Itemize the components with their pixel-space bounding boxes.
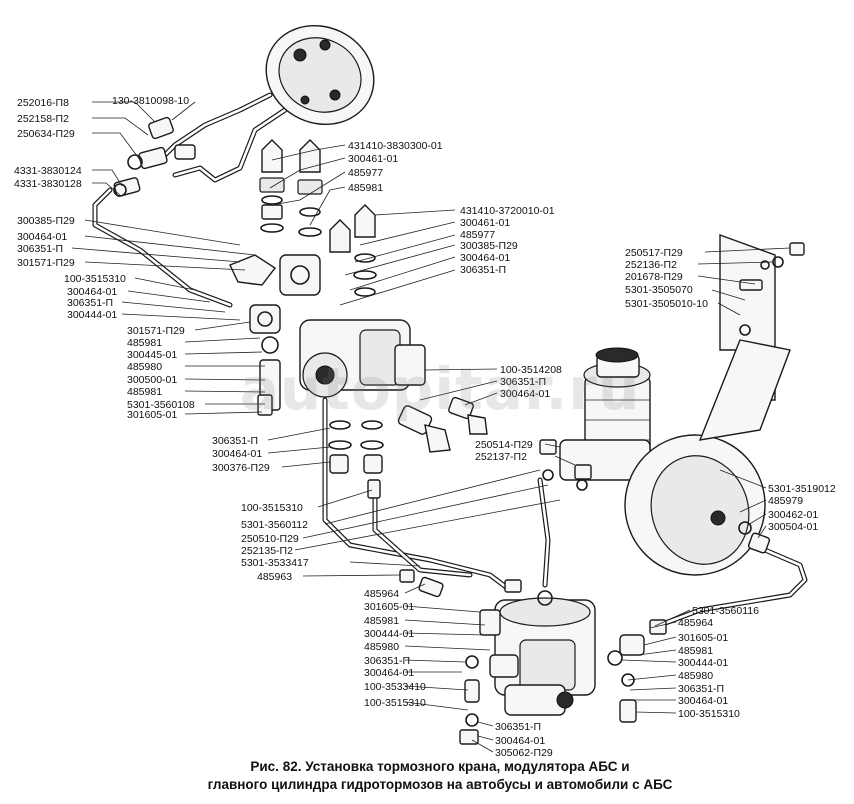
callout-252137-p2: 252137-П2 bbox=[475, 451, 527, 463]
callout-252136-p2: 252136-П2 bbox=[625, 259, 677, 271]
callout-300464-01-left: 300464-01 bbox=[17, 231, 67, 243]
master-cylinder bbox=[559, 234, 791, 576]
callout-431410-3830300-01: 431410-3830300-01 bbox=[348, 140, 443, 152]
callout-5301-3560116: 5301-3560116 bbox=[692, 605, 759, 617]
callout-300464-01-lower: 300464-01 bbox=[364, 667, 414, 679]
callout-300462-01: 300462-01 bbox=[768, 509, 818, 521]
callout-300385-p29-left: 300385-П29 bbox=[17, 215, 75, 227]
callout-252016-p8: 252016-П8 bbox=[17, 97, 69, 109]
callout-306351-p-mid: 306351-П bbox=[460, 264, 506, 276]
callout-485981-right: 485981 bbox=[678, 645, 713, 657]
callout-485981-mid2: 485981 bbox=[127, 386, 162, 398]
callout-100-3533410: 100-3533410 bbox=[364, 681, 426, 693]
callout-301605-01-mid: 301605-01 bbox=[127, 409, 177, 421]
callout-250514-p29: 250514-П29 bbox=[475, 439, 533, 451]
callout-485981-top: 485981 bbox=[348, 182, 383, 194]
callout-485979: 485979 bbox=[768, 495, 803, 507]
brake-pipes bbox=[92, 92, 808, 628]
callout-300464-01-right: 300464-01 bbox=[500, 388, 550, 400]
callout-306351-p-center: 306351-П bbox=[212, 435, 258, 447]
callout-4331-3830124: 4331-3830124 bbox=[14, 165, 82, 177]
callout-300464-01-upper: 300464-01 bbox=[67, 286, 117, 298]
callout-485980-left: 485980 bbox=[364, 641, 399, 653]
brake-valve-drum bbox=[265, 24, 375, 126]
fitting-stack-1 bbox=[259, 139, 377, 297]
callout-485964-left: 485964 bbox=[364, 588, 399, 600]
callout-252135-p2: 252135-П2 bbox=[241, 545, 293, 557]
callout-5301-3560108: 5301-3560108 bbox=[127, 399, 195, 411]
callout-252158-p2: 252158-П2 bbox=[17, 113, 69, 125]
callout-485964-right: 485964 bbox=[678, 617, 713, 629]
callout-306351-p-left: 306351-П bbox=[17, 243, 63, 255]
callout-300444-01-left: 300444-01 bbox=[364, 628, 414, 640]
callout-301571-p29-mid: 301571-П29 bbox=[127, 325, 185, 337]
callout-5301-3505010-10: 5301-3505010-10 bbox=[625, 298, 708, 310]
callout-300461-01-mid: 300461-01 bbox=[460, 217, 510, 229]
leader-lines bbox=[71, 101, 791, 753]
callout-431410-3720010-01: 431410-3720010-01 bbox=[460, 205, 555, 217]
callout-300464-01-lower-right: 300464-01 bbox=[678, 695, 728, 707]
callout-100-3515310-lower-right: 100-3515310 bbox=[678, 708, 740, 720]
abs-modulator bbox=[229, 254, 426, 416]
callout-485980-right: 485980 bbox=[678, 670, 713, 682]
callout-100-3515310-lower: 100-3515310 bbox=[364, 697, 426, 709]
callout-201678-p29: 201678-П29 bbox=[625, 271, 683, 283]
callout-301571-p29-left: 301571-П29 bbox=[17, 257, 75, 269]
callout-5301-3505070: 5301-3505070 bbox=[625, 284, 693, 296]
callout-300444-01-right: 300444-01 bbox=[678, 657, 728, 669]
callout-250517-p29: 250517-П29 bbox=[625, 247, 683, 259]
callout-130-3810098-10: 130-3810098-10 bbox=[112, 95, 189, 107]
callout-306351-p-lower-right: 306351-П bbox=[678, 683, 724, 695]
callout-300461-01-top: 300461-01 bbox=[348, 153, 398, 165]
callout-301605-01-left: 301605-01 bbox=[364, 601, 414, 613]
caption-line-2: главного цилиндра гидротормозов на автоб… bbox=[207, 777, 673, 792]
callout-5301-3560112: 5301-3560112 bbox=[241, 519, 308, 531]
callout-5301-3519012: 5301-3519012 bbox=[768, 483, 836, 495]
callout-306351-p-right: 306351-П bbox=[500, 376, 546, 388]
figure-caption: Рис. 82. Установка тормозного крана, мод… bbox=[110, 758, 770, 794]
callout-485977-mid: 485977 bbox=[460, 229, 495, 241]
callout-300464-01-center: 300464-01 bbox=[212, 448, 262, 460]
callout-labels: 252016-П8 130-3810098-10 252158-П2 25063… bbox=[14, 95, 836, 759]
modulator-connectors bbox=[328, 396, 488, 499]
lower-modulator bbox=[399, 569, 667, 745]
callout-300445-01: 300445-01 bbox=[127, 349, 177, 361]
callout-485977-top: 485977 bbox=[348, 167, 383, 179]
callout-5301-3533417: 5301-3533417 bbox=[241, 557, 309, 569]
callout-300444-01-upper: 300444-01 bbox=[67, 309, 117, 321]
callout-300500-01: 300500-01 bbox=[127, 374, 177, 386]
callout-4331-3830128: 4331-3830128 bbox=[14, 178, 82, 190]
callout-300464-01-mid: 300464-01 bbox=[460, 252, 510, 264]
callout-301605-01-right: 301605-01 bbox=[678, 632, 728, 644]
caption-line-1: Рис. 82. Установка тормозного крана, мод… bbox=[250, 759, 630, 774]
callout-100-3515310-upper: 100-3515310 bbox=[64, 273, 126, 285]
callout-306351-p-lower: 306351-П bbox=[364, 655, 410, 667]
callout-485980-mid: 485980 bbox=[127, 361, 162, 373]
callout-100-3514208: 100-3514208 bbox=[500, 364, 562, 376]
callout-485981-left: 485981 bbox=[364, 615, 399, 627]
callout-485963: 485963 bbox=[257, 571, 292, 583]
left-fittings bbox=[113, 116, 196, 197]
callout-100-3515310-center: 100-3515310 bbox=[241, 502, 303, 514]
callout-250634-p29: 250634-П29 bbox=[17, 128, 75, 140]
callout-250510-p29: 250510-П29 bbox=[241, 533, 299, 545]
callout-300464-01-bottom: 300464-01 bbox=[495, 735, 545, 747]
callout-485981-mid1: 485981 bbox=[127, 337, 162, 349]
callout-306351-p-bottom: 306351-П bbox=[495, 721, 541, 733]
callout-300385-p29-mid: 300385-П29 bbox=[460, 240, 518, 252]
callout-305062-p29: 305062-П29 bbox=[495, 747, 553, 759]
callout-300376-p29: 300376-П29 bbox=[212, 462, 270, 474]
callout-306351-p-upper: 306351-П bbox=[67, 297, 113, 309]
callout-300504-01: 300504-01 bbox=[768, 521, 818, 533]
